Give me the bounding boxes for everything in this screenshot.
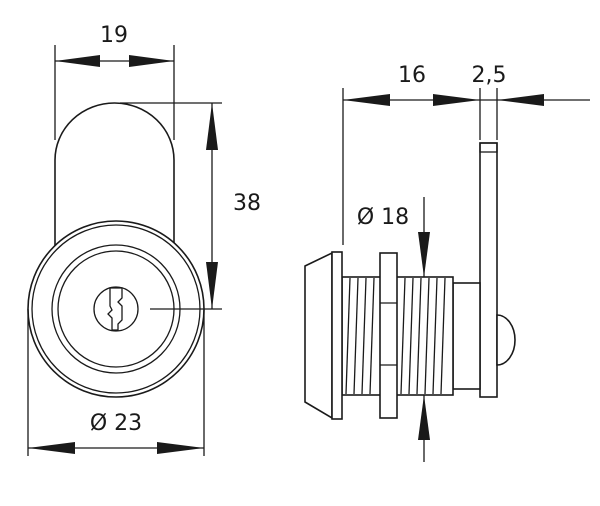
bezel-flange (331, 251, 343, 420)
front-view: 19 38 Ø 23 (27, 23, 261, 456)
key-plug (93, 286, 139, 332)
diameter-label: Ø 23 (90, 411, 142, 436)
width-dimension: 19 (54, 23, 175, 140)
threads (345, 277, 446, 395)
width-label: 19 (100, 23, 128, 48)
cam-plate (479, 142, 498, 398)
length-label: 16 (398, 63, 426, 88)
cam-thickness-label: 2,5 (472, 63, 507, 88)
hex-nut (379, 252, 398, 419)
thread-diameter-dimension: Ø 18 (357, 197, 430, 462)
length-dimension: 16 2,5 (342, 63, 590, 245)
rear-spindle (452, 282, 481, 390)
height-label: 38 (233, 191, 261, 216)
cam-top (479, 142, 498, 153)
keyway-icon (107, 287, 123, 331)
retaining-knob (496, 314, 516, 366)
bezel-taper (304, 251, 333, 420)
height-dimension: 38 (120, 102, 261, 310)
thread-diameter-label: Ø 18 (357, 205, 409, 230)
side-view: 16 2,5 Ø 18 (304, 63, 590, 462)
diameter-dimension: Ø 23 (27, 309, 205, 456)
